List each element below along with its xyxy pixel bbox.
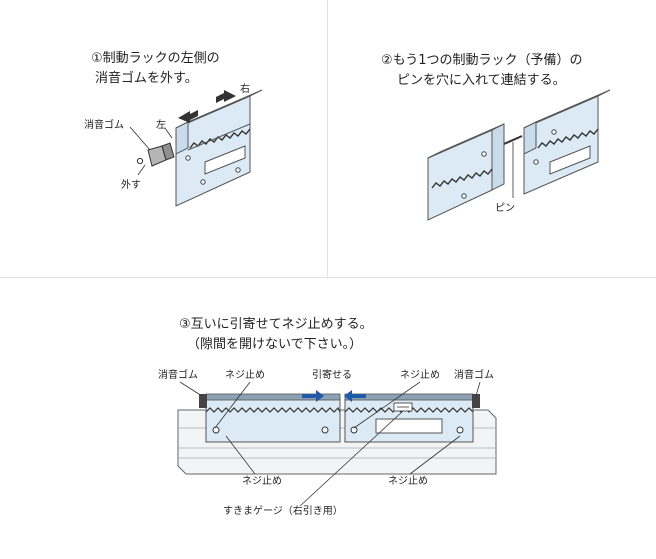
rack-teeth xyxy=(189,128,251,149)
label-pin: ピン xyxy=(495,203,515,214)
leader-rubber-left xyxy=(179,381,203,397)
left-rack xyxy=(205,397,341,443)
screw-hole-icon xyxy=(200,179,206,185)
rubber-piece-side xyxy=(161,142,175,161)
screw-hole-icon xyxy=(533,159,539,165)
leader-left xyxy=(164,127,173,139)
step1-title-line2: 消音ゴムを外す。 xyxy=(95,71,198,86)
leader-remove xyxy=(137,164,146,176)
spare-rack-teeth xyxy=(431,168,493,189)
step2-panel: ②もう1つの制動ラック（予備）の ピンを穴に入れて連結する。 ピン xyxy=(328,0,656,278)
leader-screw-bottom-left xyxy=(225,435,256,475)
pin xyxy=(503,135,523,145)
label-screw-top-left: ネジ止め xyxy=(225,370,265,381)
label-left: 左 xyxy=(156,120,166,131)
screw-icon xyxy=(212,426,220,434)
leader-rubber xyxy=(129,126,151,151)
label-remove: 外す xyxy=(121,180,141,191)
screw-hole-icon xyxy=(235,167,241,173)
rubber-screw-icon xyxy=(136,157,144,165)
step3-panel: ③互いに引寄せてネジ止めする。 （隙間を開けないで下さい。） xyxy=(0,278,656,559)
step3-title-line1: ③互いに引寄せてネジ止めする。 xyxy=(179,317,373,332)
step2-title-line1: ②もう1つの制動ラック（予備）の xyxy=(381,53,583,68)
right-rack-teeth xyxy=(344,407,474,413)
leader-screw-bottom-right xyxy=(409,435,461,475)
step2-title-line2: ピンを穴に入れて連結する。 xyxy=(397,73,566,88)
right-rack-slot xyxy=(375,418,443,434)
step3-title-line2: （隙間を開けないで下さい。） xyxy=(187,337,363,352)
step1-title-line1: ①制動ラックの左側の xyxy=(91,51,220,66)
rack-end-block xyxy=(175,121,189,155)
step2-illustration xyxy=(427,89,611,221)
screw-hole-icon xyxy=(551,129,557,135)
label-screw-bottom-right: ネジ止め xyxy=(388,476,428,487)
arrow-left-icon xyxy=(178,110,198,123)
label-screw-top-right: ネジ止め xyxy=(400,370,440,381)
step1-illustration xyxy=(129,89,263,207)
screw-hole-icon xyxy=(185,155,191,161)
label-gauge: すきまゲージ（右引き用） xyxy=(223,506,343,517)
step1-panel: ①制動ラックの左側の 消音ゴムを外す。 消音ゴム 左 右 外す xyxy=(0,0,328,278)
rubber-right xyxy=(472,394,480,408)
label-rubber-left: 消音ゴム xyxy=(158,370,198,381)
leader-screw-top-right xyxy=(353,381,421,429)
main-rack-slot xyxy=(549,145,591,175)
leader-screw-top-left xyxy=(214,381,251,429)
screw-icon xyxy=(456,426,464,434)
label-screw-bottom-left: ネジ止め xyxy=(242,476,282,487)
arrow-right-icon xyxy=(216,90,236,103)
step3-illustration xyxy=(177,381,497,507)
spare-rack-end xyxy=(491,123,505,191)
main-rack-teeth xyxy=(537,128,599,149)
label-right: 右 xyxy=(240,84,250,95)
arrow-right-blue-icon xyxy=(302,390,324,402)
screw-icon xyxy=(350,426,358,434)
arrow-left-blue-icon xyxy=(344,390,366,402)
rubber-left xyxy=(199,394,207,408)
label-pull: 引寄せる xyxy=(312,370,352,381)
screw-icon xyxy=(321,426,329,434)
leader-rubber-right xyxy=(475,381,481,397)
leader-gauge xyxy=(299,410,404,507)
label-rubber-right: 消音ゴム xyxy=(454,370,494,381)
main-rack-end xyxy=(523,121,537,155)
label-rubber: 消音ゴム xyxy=(84,120,124,131)
rack-slot xyxy=(204,145,246,175)
rack-teeth-base xyxy=(187,123,251,151)
screw-hole-icon xyxy=(461,193,467,199)
screw-hole-icon xyxy=(481,151,487,157)
